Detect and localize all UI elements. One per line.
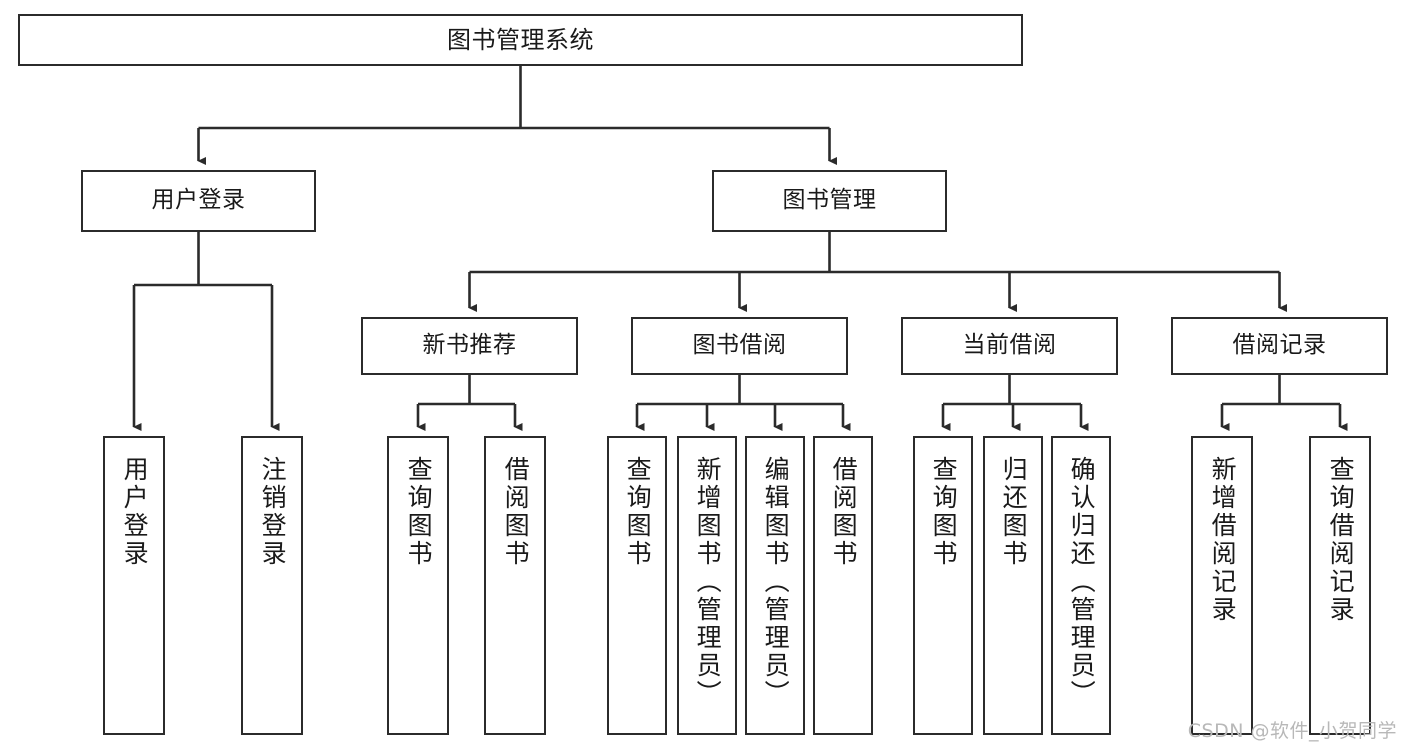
node-label: 图书管理 bbox=[782, 187, 877, 214]
node-leaf-bb-add[interactable]: 新增图书（管理员） bbox=[677, 436, 737, 735]
node-leaf-user-logout[interactable]: 注销登录 bbox=[241, 436, 303, 735]
node-label: 借阅记录 bbox=[1232, 332, 1327, 359]
node-leaf-cb-return[interactable]: 归还图书 bbox=[983, 436, 1043, 735]
node-borrow-record[interactable]: 借阅记录 bbox=[1171, 317, 1388, 375]
watermark-label: CSDN @软件_小贺同学 bbox=[1187, 720, 1397, 742]
node-label: 查询借阅记录 bbox=[1326, 456, 1356, 624]
node-leaf-br-query[interactable]: 查询借阅记录 bbox=[1309, 436, 1371, 735]
node-label: 确认归还（管理员） bbox=[1067, 456, 1097, 708]
node-label: 编辑图书（管理员） bbox=[761, 456, 791, 708]
node-book-borrow[interactable]: 图书借阅 bbox=[631, 317, 848, 375]
node-leaf-bb-edit[interactable]: 编辑图书（管理员） bbox=[745, 436, 805, 735]
node-label: 新书推荐 bbox=[422, 332, 517, 359]
node-current-borrow[interactable]: 当前借阅 bbox=[901, 317, 1118, 375]
node-label: 借阅图书 bbox=[501, 456, 531, 568]
node-label: 图书管理系统 bbox=[447, 25, 594, 54]
node-book-manage[interactable]: 图书管理 bbox=[712, 170, 947, 232]
node-label: 归还图书 bbox=[999, 456, 1029, 568]
node-new-book-rec[interactable]: 新书推荐 bbox=[361, 317, 578, 375]
node-leaf-rec-query[interactable]: 查询图书 bbox=[387, 436, 449, 735]
node-label: 查询图书 bbox=[623, 456, 653, 568]
node-leaf-br-add[interactable]: 新增借阅记录 bbox=[1191, 436, 1253, 735]
node-label: 查询图书 bbox=[404, 456, 434, 568]
node-leaf-cb-query[interactable]: 查询图书 bbox=[913, 436, 973, 735]
node-label: 注销登录 bbox=[258, 456, 288, 568]
node-user-login[interactable]: 用户登录 bbox=[81, 170, 316, 232]
node-label: 图书借阅 bbox=[692, 332, 787, 359]
node-label: 查询图书 bbox=[929, 456, 959, 568]
node-label: 新增借阅记录 bbox=[1208, 456, 1238, 624]
node-label: 用户登录 bbox=[151, 187, 246, 214]
node-leaf-cb-confirm[interactable]: 确认归还（管理员） bbox=[1051, 436, 1111, 735]
node-label: 用户登录 bbox=[120, 456, 150, 568]
node-leaf-bb-borrow[interactable]: 借阅图书 bbox=[813, 436, 873, 735]
node-label: 当前借阅 bbox=[962, 332, 1057, 359]
node-label: 新增图书（管理员） bbox=[693, 456, 723, 708]
node-label: 借阅图书 bbox=[829, 456, 859, 568]
node-root[interactable]: 图书管理系统 bbox=[18, 14, 1023, 66]
node-leaf-rec-borrow[interactable]: 借阅图书 bbox=[484, 436, 546, 735]
node-leaf-user-login[interactable]: 用户登录 bbox=[103, 436, 165, 735]
node-leaf-bb-query[interactable]: 查询图书 bbox=[607, 436, 667, 735]
